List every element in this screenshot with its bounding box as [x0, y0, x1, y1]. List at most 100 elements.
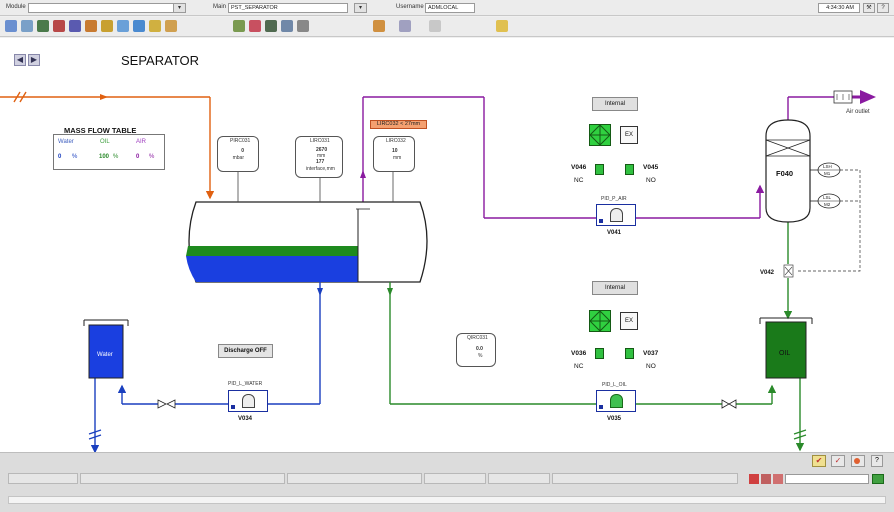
oil-manual-valve[interactable] — [721, 399, 737, 409]
lirc032-alarm-label[interactable]: LIRC032 < 27mm — [370, 120, 427, 129]
grid-icon[interactable] — [69, 20, 81, 32]
valve-actuator-icon — [242, 394, 255, 408]
alarm-silence-icon[interactable] — [851, 455, 865, 467]
pirc031-gauge[interactable]: PIRC031 0 mbar — [217, 136, 259, 172]
svg-text:LSL: LSL — [823, 195, 832, 200]
status-field-2 — [80, 473, 285, 484]
v046-valve-icon[interactable] — [595, 164, 604, 175]
approve-icon[interactable]: ✓ — [831, 455, 845, 467]
back-icon[interactable] — [117, 20, 129, 32]
svg-text:M2: M2 — [824, 202, 831, 207]
feed-pipe — [0, 91, 215, 200]
folder-icon[interactable] — [101, 20, 113, 32]
value-water: 0 — [58, 154, 62, 160]
air-switch-icon[interactable] — [589, 124, 611, 146]
diagram-icon[interactable] — [297, 20, 309, 32]
water-tank-label: Water — [97, 352, 113, 358]
main-dropdown-button[interactable]: ▾ — [354, 3, 367, 13]
help-icon[interactable]: ? — [871, 455, 883, 467]
water-manual-valve[interactable] — [157, 399, 176, 409]
bell-icon[interactable] — [496, 20, 508, 32]
window-icon[interactable] — [133, 20, 145, 32]
valve-actuator-icon — [610, 394, 623, 408]
monitor-icon[interactable] — [265, 20, 277, 32]
oil-tank[interactable] — [759, 317, 813, 379]
discharge-button[interactable]: Discharge OFF — [218, 344, 273, 358]
page-title: SEPARATOR — [121, 53, 200, 68]
horizontal-scrollbar[interactable] — [8, 496, 886, 504]
pid-p-air-label: PID_P_AIR — [601, 196, 627, 202]
trend-icon[interactable] — [53, 20, 65, 32]
user-icon[interactable] — [429, 20, 441, 32]
oil-switch-icon[interactable] — [589, 310, 611, 332]
oil-ex-button[interactable]: EX — [620, 312, 638, 330]
main-select[interactable]: PST_SEPARATOR — [228, 3, 348, 13]
lirc031-gauge[interactable]: LIRC031 2670 mm 177 interface,mm — [295, 136, 343, 178]
alarm-indicator-icons[interactable] — [749, 474, 783, 484]
table-icon[interactable] — [165, 20, 177, 32]
username-label: Username — [396, 4, 424, 10]
mass-flow-table: MASS FLOW TABLE Water OIL AIR 0 % 100 % … — [53, 126, 165, 170]
tools-icon[interactable]: ⚒ — [863, 3, 875, 13]
oil-internal-button[interactable]: Internal — [592, 281, 638, 295]
v045-label: V045 — [643, 164, 659, 171]
v041-label: V041 — [607, 230, 622, 236]
help-button[interactable]: ? — [877, 3, 889, 13]
v036-valve-icon[interactable] — [595, 348, 604, 359]
tools-icon[interactable] — [233, 20, 245, 32]
toolbar — [0, 17, 894, 37]
air-internal-button[interactable]: Internal — [592, 97, 638, 111]
mass-flow-title: MASS FLOW TABLE — [64, 126, 137, 135]
chart-icon[interactable] — [37, 20, 49, 32]
note-icon[interactable] — [149, 20, 161, 32]
v034-control-valve[interactable] — [228, 390, 268, 412]
v046-label: V046 — [571, 164, 587, 171]
v042-label: V042 — [760, 270, 775, 276]
module-dropdown-button[interactable]: ▾ — [173, 3, 186, 13]
print-icon[interactable] — [21, 20, 33, 32]
col-air: AIR — [136, 139, 147, 145]
v042-valve[interactable] — [783, 264, 794, 278]
pid-l-water-label: PID_L_WATER — [228, 381, 263, 387]
v046-state: NC — [574, 177, 584, 184]
col-oil: OIL — [100, 139, 110, 145]
clock: 4:34:30 AM — [818, 3, 860, 13]
v037-state: NO — [646, 363, 656, 370]
water-tank[interactable] — [83, 319, 129, 379]
svg-text:M1: M1 — [824, 171, 831, 176]
v045-state: NO — [646, 177, 656, 184]
v041-control-valve[interactable] — [596, 204, 636, 226]
prev-page-button[interactable]: ◀ — [14, 54, 26, 66]
air-ex-button[interactable]: EX — [620, 126, 638, 144]
v035-control-valve[interactable] — [596, 390, 636, 412]
v035-label: V035 — [607, 416, 622, 422]
qirc031-gauge[interactable]: QIRC031 0.0 % — [456, 333, 496, 367]
top-bar: Module ▾ Main PST_SEPARATOR ▾ Username A… — [0, 0, 894, 16]
f040-column[interactable] — [765, 119, 811, 223]
network-icon[interactable] — [281, 20, 293, 32]
username-field[interactable]: ADMLOCAL — [425, 3, 475, 13]
oil-tank-label: OIL — [779, 350, 790, 357]
acknowledge-icon[interactable]: ✔ — [812, 455, 826, 467]
export-icon[interactable] — [373, 20, 385, 32]
water-pipe — [88, 282, 323, 454]
v037-label: V037 — [643, 350, 659, 357]
f040-label: F040 — [776, 169, 793, 178]
v037-valve-icon[interactable] — [625, 348, 634, 359]
pid-l-oil-label: PID_L_OIL — [602, 382, 627, 388]
network-status-icon[interactable] — [872, 474, 884, 484]
search-icon[interactable] — [399, 20, 411, 32]
alarm-icon[interactable] — [85, 20, 97, 32]
save-icon[interactable] — [5, 20, 17, 32]
v034-label: V034 — [238, 416, 253, 422]
svg-text:LSH: LSH — [823, 164, 832, 169]
lirc032-gauge[interactable]: LIRC032 10 mm — [373, 136, 415, 172]
separator-vessel[interactable] — [186, 201, 428, 283]
users-icon[interactable] — [249, 20, 261, 32]
command-input[interactable] — [785, 474, 869, 484]
v045-valve-icon[interactable] — [625, 164, 634, 175]
next-page-button[interactable]: ▶ — [28, 54, 40, 66]
status-field-1 — [8, 473, 78, 484]
